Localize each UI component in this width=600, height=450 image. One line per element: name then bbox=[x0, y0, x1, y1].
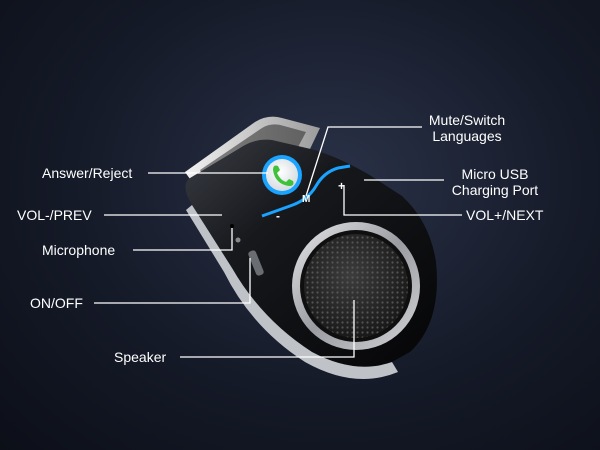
label-speaker: Speaker bbox=[114, 349, 167, 365]
speaker bbox=[292, 222, 420, 350]
microphone-hole bbox=[230, 224, 234, 228]
label-answer-reject: Answer/Reject bbox=[42, 165, 133, 181]
on-off-switch[interactable] bbox=[247, 249, 264, 276]
label-mute-line2: Languages bbox=[432, 128, 502, 144]
plus-mark: + bbox=[338, 179, 345, 193]
minus-mark: - bbox=[276, 209, 280, 223]
leader-on-off bbox=[94, 258, 251, 304]
label-mute-line1: Mute/Switch bbox=[428, 112, 506, 128]
label-vol-prev: VOL-/PREV bbox=[17, 207, 92, 223]
label-vol-next: VOL+/NEXT bbox=[466, 207, 544, 223]
label-usb-line2: Charging Port bbox=[451, 182, 539, 198]
label-micro-usb: Micro USB Charging Port bbox=[440, 166, 550, 198]
leader-vol-next bbox=[343, 185, 462, 216]
label-on-off: ON/OFF bbox=[30, 295, 83, 311]
leader-microphone bbox=[133, 228, 233, 251]
label-microphone: Microphone bbox=[42, 242, 116, 258]
phone-icon bbox=[273, 165, 294, 186]
leader-lines bbox=[94, 126, 462, 358]
side-button-vol[interactable] bbox=[235, 237, 241, 243]
leader-speaker bbox=[180, 300, 355, 358]
label-mute-switch: Mute/Switch Languages bbox=[412, 112, 522, 144]
m-mark: M bbox=[302, 194, 310, 205]
answer-reject-button[interactable] bbox=[262, 155, 302, 195]
touch-strip[interactable] bbox=[261, 164, 351, 218]
label-usb-line1: Micro USB bbox=[461, 166, 529, 182]
leader-mute bbox=[305, 126, 422, 197]
